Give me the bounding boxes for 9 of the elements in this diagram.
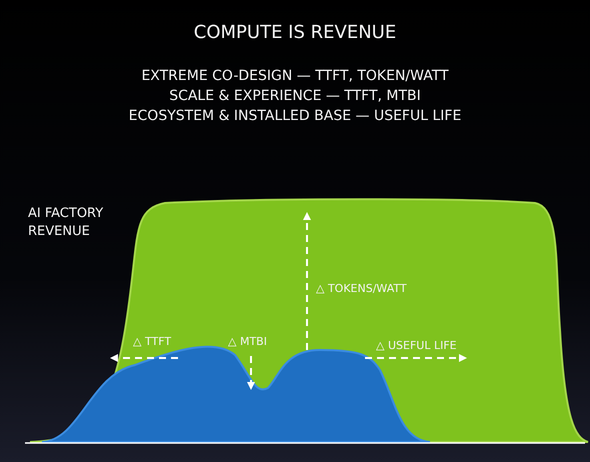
subtitle-line: ECOSYSTEM & INSTALLED BASE — USEFUL LIFE	[128, 108, 462, 124]
arrow-label: △ USEFUL LIFE	[376, 339, 457, 352]
subtitle-line: SCALE & EXPERIENCE — TTFT, MTBI	[168, 88, 422, 104]
chart-label: AI FACTORY REVENUE	[28, 205, 104, 241]
subtitle-line: EXTREME CO-DESIGN — TTFT, TOKEN/WATT	[140, 68, 450, 84]
arrow-label: △ TTFT	[133, 335, 172, 348]
arrow-label: △ TOKENS/WATT	[316, 282, 407, 295]
arrow-label: △ MTBI	[228, 335, 267, 348]
title: COMPUTE IS REVENUE	[192, 22, 398, 43]
